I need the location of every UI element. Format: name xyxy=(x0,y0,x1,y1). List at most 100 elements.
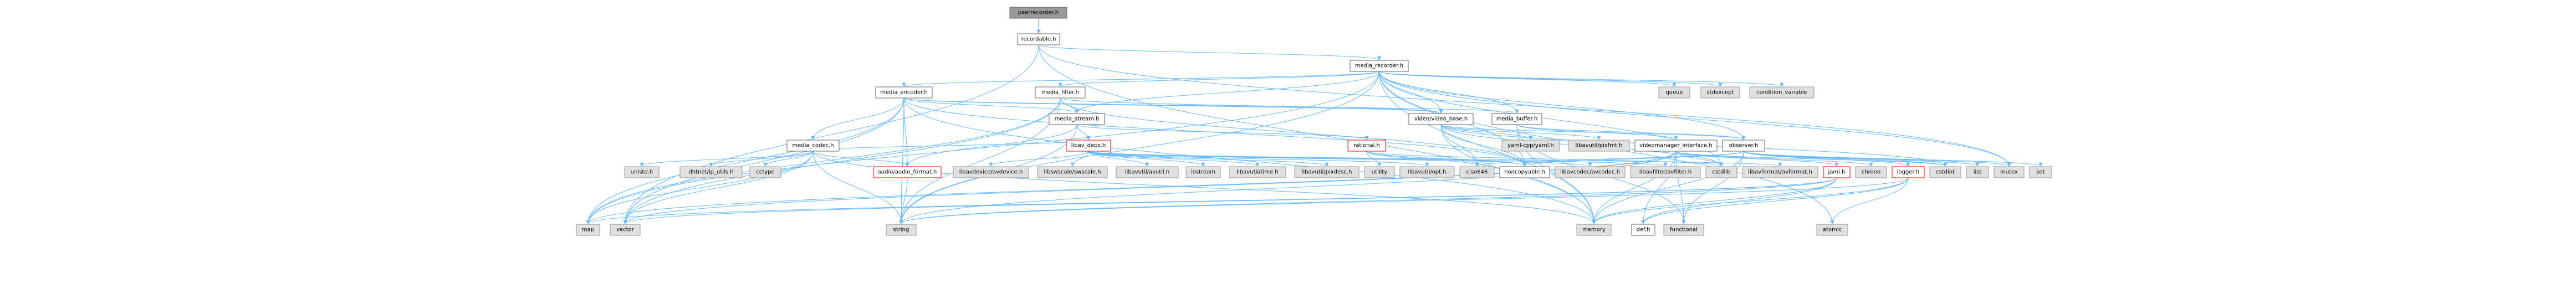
edge-jami_h-to-map xyxy=(586,177,1837,224)
node-box xyxy=(1037,166,1108,178)
node-peerrecorder-h[interactable]: peerrecorder.h xyxy=(1009,7,1067,19)
node-stdexcept: stdexcept xyxy=(1700,86,1740,99)
edge-libav_deps_h-to-libswscale_swscale_h xyxy=(1070,151,1089,167)
edge-recordable_h-to-vector xyxy=(623,44,1039,224)
node-label: cstdint xyxy=(1936,169,1955,176)
edge-rational_h-to-cstdlib xyxy=(1366,151,1724,167)
edge-observer_h-to-functional xyxy=(1681,151,1744,224)
node-box xyxy=(749,166,781,178)
edge-logger_h-to-def_h xyxy=(1641,177,1909,224)
node-media-recorder-h[interactable]: media_recorder.h xyxy=(1350,60,1409,72)
node-box xyxy=(1017,33,1060,45)
node-box xyxy=(1630,166,1701,178)
node-box xyxy=(1823,166,1851,178)
edge-media_codec_h-to-unistd_h xyxy=(640,151,814,167)
edge-libav_deps_h-to-libavformat_avformat_h xyxy=(1088,151,1782,167)
edge-media_recorder_h-to-condition_variable xyxy=(1379,71,1784,87)
node-recordable-h[interactable]: recordable.h xyxy=(1017,33,1060,45)
node-media-stream-h[interactable]: media_stream.h xyxy=(1049,113,1105,125)
node-box xyxy=(1459,166,1495,178)
edge-videomanager_interface_h-to-memory xyxy=(1592,151,1677,224)
node-box xyxy=(1658,86,1690,99)
node-libavutil-pixfmt-h: libavutil/pixfmt.h xyxy=(1568,140,1630,152)
edge-media_codec_h-to-memory xyxy=(812,151,1596,224)
node-box xyxy=(2029,166,2052,178)
node-box xyxy=(1663,224,1704,236)
edge-logger_h-to-memory xyxy=(1592,177,1909,224)
node-label: libavcodec/avcodec.h xyxy=(1560,169,1620,176)
edge-observer_h-to-memory xyxy=(1592,151,1744,224)
node-atomic: atomic xyxy=(1816,224,1848,236)
edge-media_encoder_h-to-string xyxy=(899,97,904,224)
node-label: cstdlib xyxy=(1713,169,1731,176)
nodes-layer: peerrecorder.h recordable.h media_recorder… xyxy=(576,7,2052,236)
node-label: set xyxy=(2036,169,2045,176)
node-rational-h[interactable]: rational.h xyxy=(1347,140,1386,152)
edge-recordable_h-to-mutex xyxy=(1038,44,2011,167)
node-label: video/video_base.h xyxy=(1414,116,1468,122)
node-box xyxy=(1350,60,1409,72)
node-libav-deps-h[interactable]: libav_deps.h xyxy=(1066,140,1111,152)
node-libavutil-avutil-h: libavutil/avutil.h xyxy=(1116,166,1179,178)
edge-media_stream_h-to-libav_deps_h xyxy=(1076,124,1091,140)
edge-media_encoder_h-to-media_codec_h xyxy=(811,97,904,140)
node-box xyxy=(1116,166,1179,178)
edge-media_recorder_h-to-mutex xyxy=(1379,71,2011,167)
node-label: libswscale/swscale.h xyxy=(1044,169,1101,176)
edge-media_codec_h-to-audio_audio_format_h xyxy=(812,151,909,167)
node-box xyxy=(1501,140,1560,152)
node-box xyxy=(624,166,660,178)
node-box xyxy=(679,166,743,178)
node-label: libavutil/opt.h xyxy=(1408,169,1446,176)
node-label: videomanager_interface.h xyxy=(1639,143,1712,149)
node-label: map xyxy=(582,227,594,233)
edge-media_recorder_h-to-video_video_base_h xyxy=(1379,71,1443,114)
node-label: ciso646 xyxy=(1466,169,1488,176)
node-list: list xyxy=(1966,166,1989,178)
node-videomanager-interface-h[interactable]: videomanager_interface.h xyxy=(1634,140,1718,152)
node-box xyxy=(1855,166,1887,178)
node-label: media_codec.h xyxy=(792,143,834,149)
node-jami-h[interactable]: jami.h xyxy=(1823,166,1851,178)
node-audio-audio-format-h[interactable]: audio/audio_format.h xyxy=(873,166,942,178)
node-label: stdexcept xyxy=(1706,90,1734,96)
node-label: libavutil/avutil.h xyxy=(1125,169,1170,176)
edge-media_recorder_h-to-string xyxy=(899,71,1379,224)
edge-videomanager_interface_h-to-chrono xyxy=(1675,151,1873,167)
edge-media_filter_h-to-vector xyxy=(623,97,1061,224)
node-label: noncopyable.h xyxy=(1504,169,1545,176)
node-label: condition_variable xyxy=(1756,90,1807,96)
node-media-codec-h[interactable]: media_codec.h xyxy=(786,140,840,152)
node-media-buffer-h[interactable]: media_buffer.h xyxy=(1491,113,1542,125)
node-box xyxy=(1499,166,1550,178)
node-label: unistd.h xyxy=(631,169,653,176)
node-label: cctype xyxy=(756,169,774,176)
node-media-encoder-h[interactable]: media_encoder.h xyxy=(875,86,933,99)
node-label: media_recorder.h xyxy=(1355,63,1403,69)
node-box xyxy=(1705,166,1737,178)
node-label: libavformat/avformat.h xyxy=(1748,169,1812,176)
edge-observer_h-to-noncopyable_h xyxy=(1522,151,1744,167)
edge-rational_h-to-utility xyxy=(1366,151,1382,167)
edge-media_encoder_h-to-vector xyxy=(623,97,904,224)
edge-media_codec_h-to-string xyxy=(812,151,903,224)
node-label: recordable.h xyxy=(1021,37,1056,43)
node-def-h[interactable]: def.h xyxy=(1631,224,1655,236)
node-logger-h[interactable]: logger.h xyxy=(1892,166,1925,178)
node-box xyxy=(1347,140,1386,152)
node-noncopyable-h[interactable]: noncopyable.h xyxy=(1499,166,1550,178)
edge-observer_h-to-ciso646 xyxy=(1475,151,1744,167)
node-video-video-base-h[interactable]: video/video_base.h xyxy=(1408,113,1474,125)
node-media-filter-h[interactable]: media_filter.h xyxy=(1035,86,1086,99)
edge-media_encoder_h-to-map xyxy=(586,97,904,224)
edge-media_filter_h-to-video_video_base_h xyxy=(1060,97,1443,114)
node-observer-h[interactable]: observer.h xyxy=(1722,140,1765,152)
node-box xyxy=(1066,140,1111,152)
node-box xyxy=(610,224,641,236)
node-label: functional xyxy=(1670,227,1698,233)
edge-media_recorder_h-to-media_encoder_h xyxy=(902,71,1379,87)
node-label: queue xyxy=(1665,90,1683,96)
edge-video_video_base_h-to-observer_h xyxy=(1440,124,1746,140)
node-libavformat-avformat-h: libavformat/avformat.h xyxy=(1742,166,1818,178)
node-chrono: chrono xyxy=(1855,166,1887,178)
